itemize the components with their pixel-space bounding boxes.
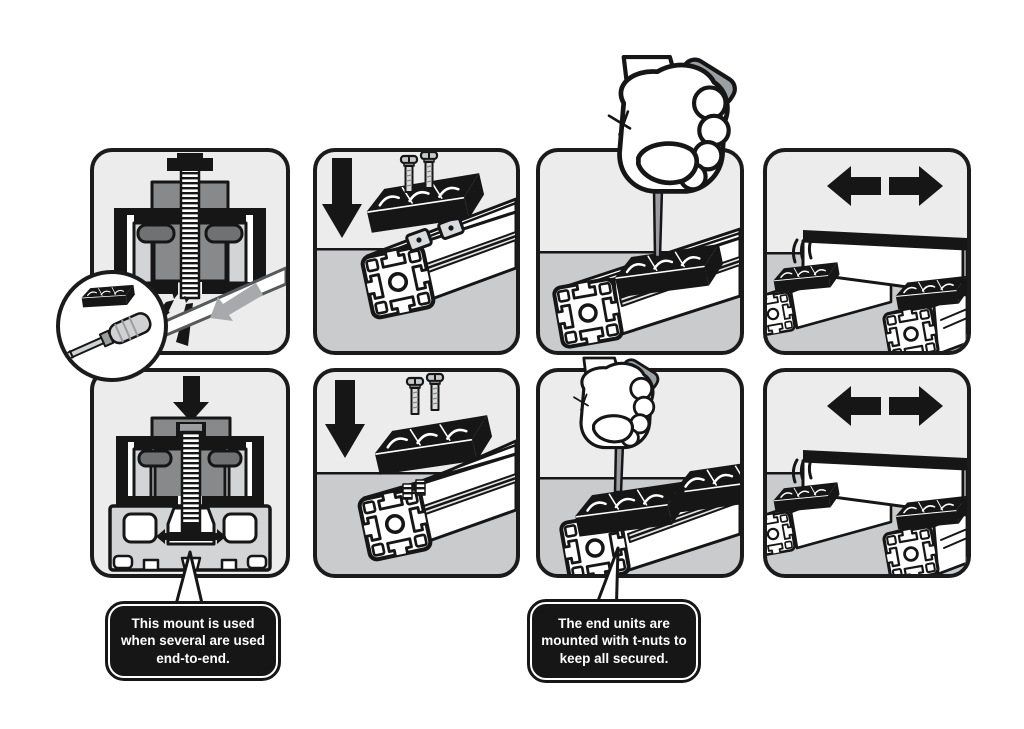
panel-step-8	[763, 368, 971, 578]
machine-screw-icon	[425, 372, 445, 412]
slide-arrow-left-icon	[156, 529, 170, 544]
down-arrow-icon	[173, 376, 209, 422]
down-arrow-icon	[325, 380, 365, 458]
callout-t-nuts: The end units are mounted with t-nuts to…	[527, 599, 701, 683]
panel-step-3	[536, 148, 744, 355]
panel-step-2	[313, 148, 520, 355]
slide-arrow-right-icon	[212, 529, 226, 544]
panel-step-6	[313, 368, 520, 578]
callout-line: The end units are	[558, 615, 670, 631]
panel-step-5	[90, 368, 290, 578]
callout-line: This mount is used	[131, 615, 255, 631]
callout-line: mounted with t-nuts to	[541, 633, 687, 649]
mount-block-mini	[79, 281, 137, 312]
extrusion-profile-cross-section	[108, 504, 272, 572]
callout-line: keep all secured.	[559, 650, 669, 666]
mount-cross-section	[114, 153, 266, 300]
screwdriver-inset	[56, 270, 168, 382]
beam-on-mounts-scene	[767, 386, 967, 574]
callout-line: end-to-end.	[156, 650, 230, 666]
screwdriver-shaft	[652, 187, 664, 259]
hand-with-screwdriver	[572, 355, 663, 494]
guide-arrow-gray-icon	[210, 283, 263, 321]
hand-with-screwdriver	[556, 55, 746, 259]
beam-on-mounts-scene	[767, 166, 967, 351]
machine-screw-icon	[405, 376, 425, 416]
t-nut	[169, 522, 213, 541]
screwdriver-shaft	[613, 442, 625, 494]
down-arrow-icon	[322, 158, 362, 238]
screwdriver-icon	[62, 312, 152, 360]
panel-step-1	[90, 148, 290, 355]
extrusion-rail	[358, 439, 516, 561]
panel-step-4	[763, 148, 971, 355]
callout-end-to-end: This mount is used when several are used…	[105, 601, 281, 681]
callout-line: when several are used	[120, 633, 266, 649]
